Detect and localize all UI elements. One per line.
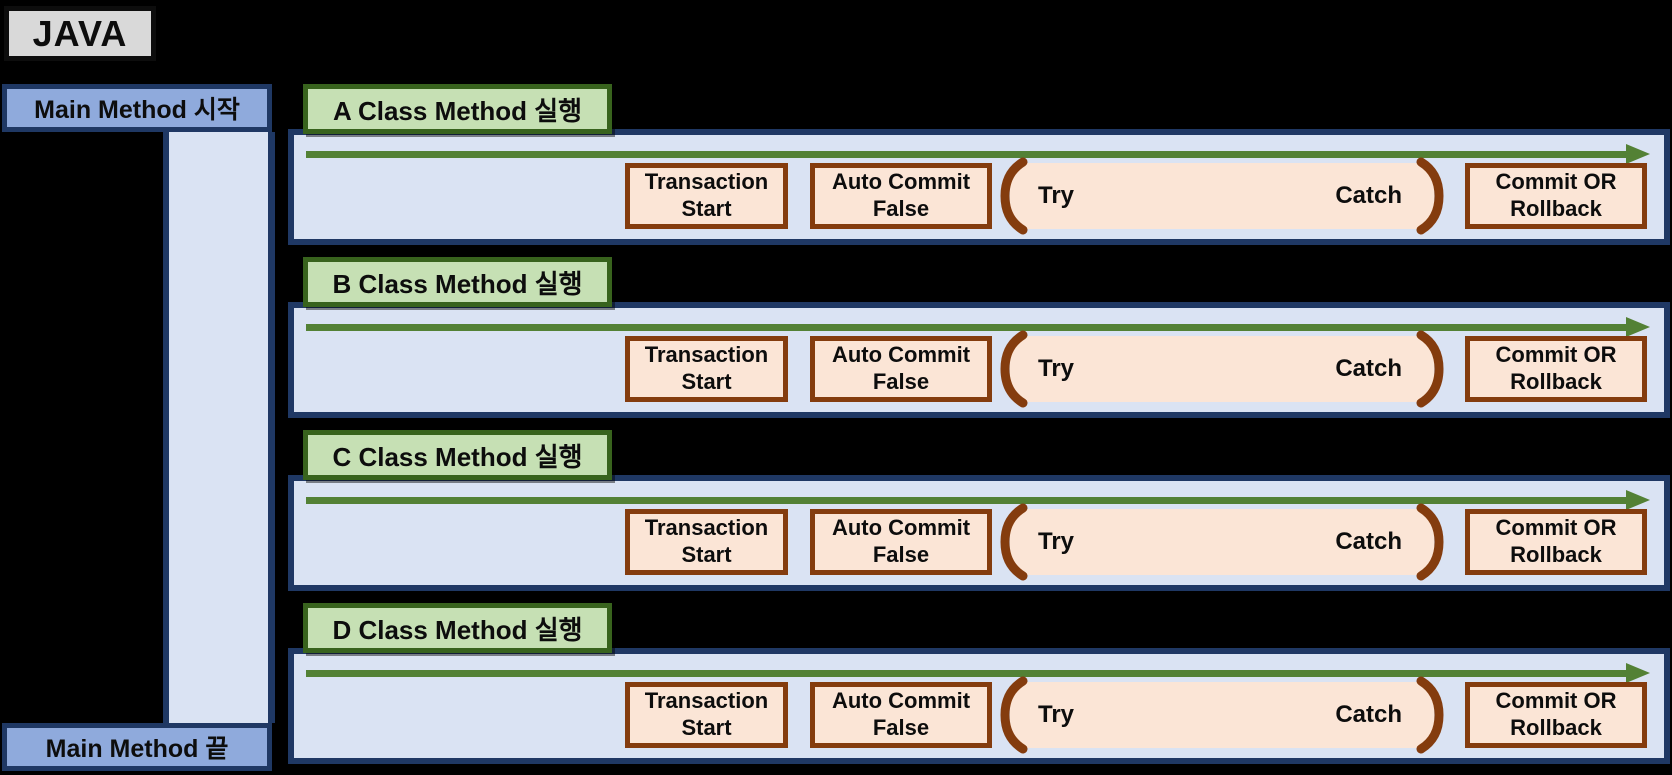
arrow-shaft: [306, 324, 1628, 331]
execution-arrow-icon: [306, 490, 1650, 510]
try-label: Try: [1038, 182, 1075, 209]
catch-close-paren-icon: [1416, 157, 1444, 235]
row-header-d: D Class Method 실행: [303, 603, 612, 653]
row-panel-c: Transaction Start Auto Commit False Try …: [288, 475, 1670, 591]
try-catch-fill: [1010, 682, 1434, 748]
try-catch-fill: [1010, 163, 1434, 229]
row-header-c: C Class Method 실행: [303, 430, 612, 480]
row-header-a: A Class Method 실행: [303, 84, 612, 134]
catch-close-paren-icon: [1416, 503, 1444, 581]
catch-label: Catch: [1335, 182, 1402, 209]
row-panel-b: Transaction Start Auto Commit False Try …: [288, 302, 1670, 418]
try-catch-block: Try Catch: [996, 330, 1448, 408]
arrow-head-icon: [1626, 490, 1650, 510]
try-open-paren-icon: [1000, 676, 1028, 754]
execution-arrow-icon: [306, 317, 1650, 337]
try-open-paren-icon: [1000, 330, 1028, 408]
row-header-c-label: C Class Method 실행: [332, 441, 583, 472]
commit-rollback-box: Commit OR Rollback: [1465, 509, 1647, 575]
row-header-b: B Class Method 실행: [303, 257, 612, 307]
try-label: Try: [1038, 528, 1075, 555]
main-method-end-label: Main Method 끝: [45, 735, 229, 763]
catch-label: Catch: [1335, 528, 1402, 555]
try-catch-block: Try Catch: [996, 676, 1448, 754]
arrow-shaft: [306, 497, 1628, 504]
try-catch-fill: [1010, 336, 1434, 402]
row-panel-a: Transaction Start Auto Commit False Try …: [288, 129, 1670, 245]
try-label: Try: [1038, 355, 1075, 382]
auto-commit-false-box: Auto Commit False: [810, 682, 992, 748]
transaction-start-label: Transaction Start: [644, 342, 769, 394]
auto-commit-false-label: Auto Commit False: [831, 688, 971, 740]
transaction-start-label: Transaction Start: [644, 688, 769, 740]
auto-commit-false-box: Auto Commit False: [810, 163, 992, 229]
auto-commit-false-box: Auto Commit False: [810, 336, 992, 402]
main-method-end: Main Method 끝: [2, 723, 272, 771]
transaction-start-box: Transaction Start: [625, 336, 788, 402]
commit-rollback-label: Commit OR Rollback: [1495, 169, 1617, 221]
try-label: Try: [1038, 701, 1075, 728]
catch-close-paren-icon: [1416, 676, 1444, 754]
transaction-start-box: Transaction Start: [625, 509, 788, 575]
commit-rollback-box: Commit OR Rollback: [1465, 682, 1647, 748]
commit-rollback-box: Commit OR Rollback: [1465, 336, 1647, 402]
main-method-start-label: Main Method 시작: [34, 96, 240, 124]
try-catch-block: Try Catch: [996, 503, 1448, 581]
main-method-start: Main Method 시작: [2, 84, 272, 132]
execution-arrow-icon: [306, 663, 1650, 683]
auto-commit-false-label: Auto Commit False: [831, 169, 971, 221]
main-method-lifeline: [163, 132, 275, 723]
row-header-b-label: B Class Method 실행: [332, 268, 583, 299]
arrow-head-icon: [1626, 317, 1650, 337]
commit-rollback-label: Commit OR Rollback: [1495, 342, 1617, 394]
transaction-start-box: Transaction Start: [625, 163, 788, 229]
arrow-head-icon: [1626, 144, 1650, 164]
transaction-start-label: Transaction Start: [644, 169, 769, 221]
auto-commit-false-label: Auto Commit False: [831, 342, 971, 394]
arrow-shaft: [306, 670, 1628, 677]
row-panel-d: Transaction Start Auto Commit False Try …: [288, 648, 1670, 764]
try-open-paren-icon: [1000, 157, 1028, 235]
transaction-start-label: Transaction Start: [644, 515, 769, 567]
catch-close-paren-icon: [1416, 330, 1444, 408]
catch-label: Catch: [1335, 701, 1402, 728]
commit-rollback-box: Commit OR Rollback: [1465, 163, 1647, 229]
row-header-d-label: D Class Method 실행: [332, 614, 583, 645]
execution-arrow-icon: [306, 144, 1650, 164]
commit-rollback-label: Commit OR Rollback: [1495, 515, 1617, 567]
try-catch-block: Try Catch: [996, 157, 1448, 235]
commit-rollback-label: Commit OR Rollback: [1495, 688, 1617, 740]
row-header-a-label: A Class Method 실행: [332, 95, 583, 126]
try-open-paren-icon: [1000, 503, 1028, 581]
java-badge: JAVA: [4, 6, 156, 61]
auto-commit-false-box: Auto Commit False: [810, 509, 992, 575]
arrow-shaft: [306, 151, 1628, 158]
auto-commit-false-label: Auto Commit False: [831, 515, 971, 567]
try-catch-fill: [1010, 509, 1434, 575]
arrow-head-icon: [1626, 663, 1650, 683]
transaction-start-box: Transaction Start: [625, 682, 788, 748]
java-badge-label: JAVA: [32, 12, 128, 54]
catch-label: Catch: [1335, 355, 1402, 382]
